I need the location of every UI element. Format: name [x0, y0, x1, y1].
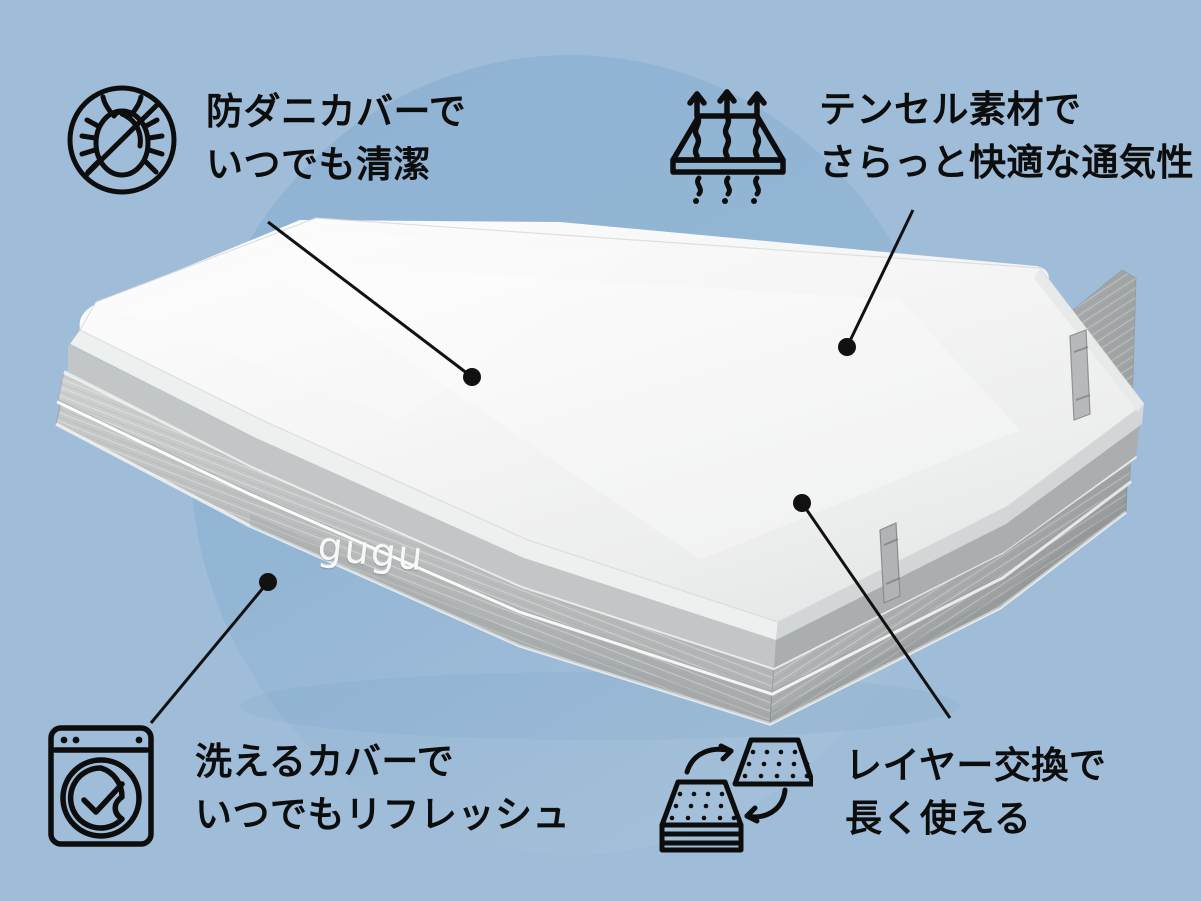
washing-machine-icon: [45, 722, 157, 850]
connector-dot-antimite: [463, 368, 481, 386]
mattress-cover-skirt: [68, 330, 1144, 668]
layer-swap-icon: [655, 726, 816, 854]
breathability-icon: [665, 78, 791, 204]
feature-washable-text: 洗えるカバーで いつでもリフレッシュ: [195, 722, 570, 841]
feature-layer-line2: 長く使える: [845, 797, 1032, 839]
feature-antimite-text: 防ダニカバーで いつでも清潔: [206, 80, 466, 191]
feature-tencel-line2: さらっと快適な通気性: [819, 141, 1194, 183]
feature-washable-line2: いつでもリフレッシュ: [195, 793, 570, 835]
carry-handles: [879, 329, 1091, 604]
mattress-top-plane: [80, 218, 1144, 622]
feature-layer-line1: レイヤー交換で: [845, 745, 1107, 786]
feature-washable: 洗えるカバーで いつでもリフレッシュ: [45, 722, 570, 850]
mattress-bottom-hem: [55, 422, 1127, 726]
connector-dot-washable: [259, 573, 277, 591]
connector-line-tencel: [845, 209, 915, 348]
feature-tencel-line1: テンセル素材で: [819, 89, 1082, 130]
no-mite-icon: [62, 80, 182, 200]
feature-layer-text: レイヤー交換で 長く使える: [845, 726, 1106, 845]
connector-line-antimite: [267, 220, 473, 379]
feature-antimite-line1: 防ダニカバーで: [206, 91, 467, 132]
connector-dot-layer: [793, 494, 811, 512]
connector-dot-tencel: [838, 338, 856, 356]
feature-layer: レイヤー交換で 長く使える: [655, 726, 1106, 854]
feature-washable-line1: 洗えるカバーで: [195, 741, 455, 782]
feature-antimite: 防ダニカバーで いつでも清潔: [62, 80, 466, 200]
connector-line-washable: [149, 581, 270, 724]
feature-tencel-text: テンセル素材で さらっと快適な通気性: [819, 78, 1194, 189]
connector-line-layer: [800, 502, 952, 719]
feature-tencel: テンセル素材で さらっと快適な通気性: [665, 78, 1194, 204]
feature-antimite-line2: いつでも清潔: [206, 143, 431, 185]
